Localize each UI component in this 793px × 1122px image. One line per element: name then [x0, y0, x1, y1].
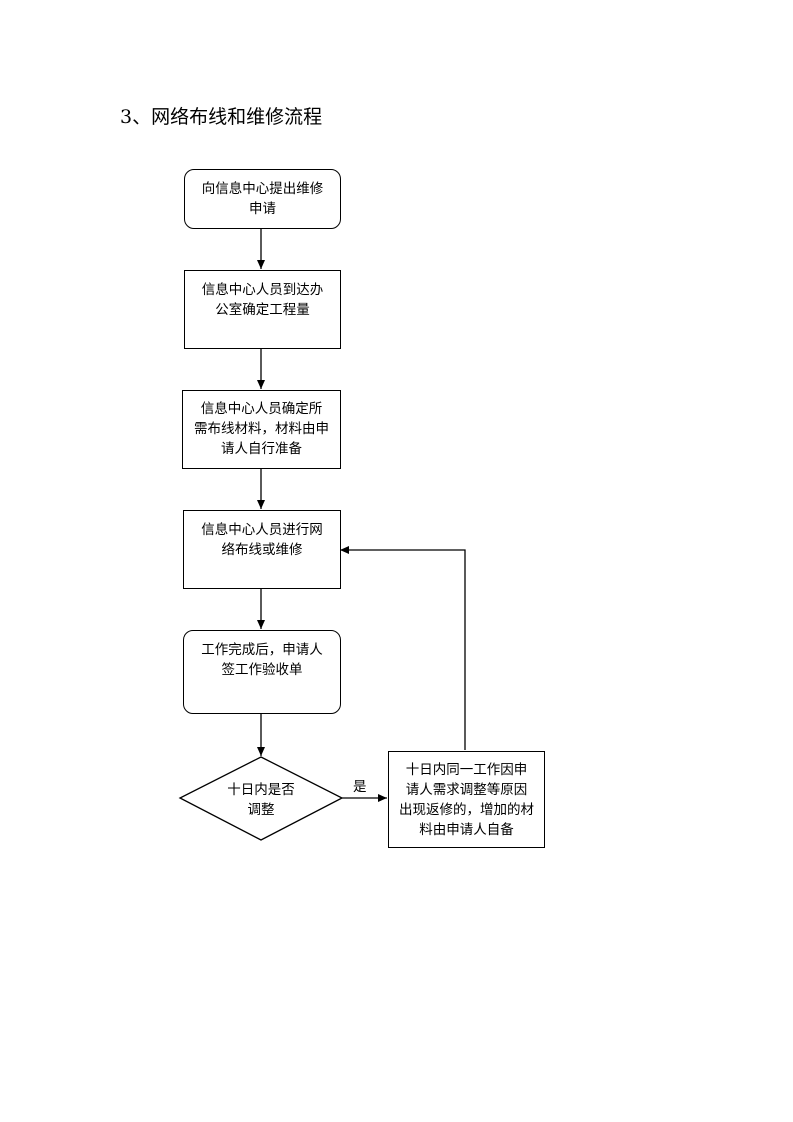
- step-line: 公室确定工程量: [215, 302, 310, 318]
- step-line: 请人自行准备: [221, 441, 302, 457]
- step-line: 申请: [249, 201, 276, 217]
- step-confirm-workload: 信息中心人员到达办 公室确定工程量: [184, 270, 341, 349]
- yes-branch-label: 是: [353, 779, 367, 795]
- rework-note-box: 十日内同一工作因申 请人需求调整等原因 出现返修的，增加的材 料由申请人自备: [388, 751, 545, 848]
- decision-line: 调整: [247, 802, 275, 818]
- step-line: 工作完成后，申请人: [201, 642, 323, 658]
- step-line: 信息中心人员确定所: [200, 401, 323, 417]
- page-heading: 3、网络布线和维修流程: [120, 106, 323, 128]
- step-line: 签工作验收单: [221, 662, 303, 678]
- note-line: 十日内同一工作因申: [405, 762, 528, 778]
- note-line: 请人需求调整等原因: [405, 782, 528, 798]
- arrow-loop-back-to-step4: [340, 546, 466, 750]
- step-line: 向信息中心提出维修: [201, 181, 324, 197]
- step-line: 信息中心人员进行网: [201, 522, 323, 538]
- step-sign-acceptance: 工作完成后，申请人 签工作验收单: [183, 630, 341, 714]
- step-determine-materials: 信息中心人员确定所 需布线材料，材料由申 请人自行准备: [182, 390, 341, 469]
- step-line: 信息中心人员到达办: [201, 282, 324, 298]
- step-line: 络布线或维修: [221, 542, 303, 558]
- decision-diamond: [178, 756, 344, 841]
- note-line: 出现返修的，增加的材: [399, 802, 534, 818]
- step-cabling-repair: 信息中心人员进行网 络布线或维修: [183, 510, 341, 589]
- decision-line: 十日内是否: [227, 782, 295, 798]
- step-line: 需布线材料，材料由申: [194, 421, 329, 437]
- step-submit-request: 向信息中心提出维修 申请: [184, 169, 341, 229]
- decision-label: 十日内是否 调整: [200, 780, 322, 820]
- note-line: 料由申请人自备: [419, 822, 514, 838]
